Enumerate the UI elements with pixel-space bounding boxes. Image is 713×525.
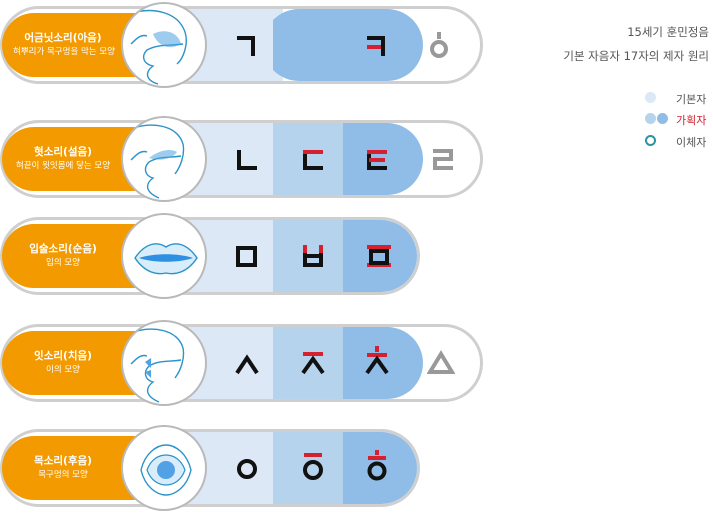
teeth-illustration xyxy=(121,320,207,406)
row-title: 잇소리(치음) xyxy=(34,350,92,362)
row-title: 혓소리(설음) xyxy=(34,146,92,158)
added-segment-2 xyxy=(343,432,417,504)
legend-title: 15세기 훈민정음 기본 자음자 17자의 제자 원리 xyxy=(563,20,709,68)
letter-jieut xyxy=(301,352,325,375)
row-lingual: 혓소리(설음) 혀끝이 윗잇몸에 닿는 모양 xyxy=(0,116,485,202)
row-desc: 이의 모양 xyxy=(46,365,80,375)
letter-siot xyxy=(235,354,259,375)
legend-label: 기본자 xyxy=(676,93,707,106)
letter-mieum xyxy=(236,246,257,267)
letter-digeut xyxy=(303,150,323,170)
row-desc: 목구멍의 모양 xyxy=(38,470,88,480)
letter-yesieung xyxy=(430,32,448,58)
mouth-illustration xyxy=(121,2,207,88)
letter-tieut xyxy=(367,150,387,170)
letter-hieut xyxy=(367,450,387,481)
letter-giyeok xyxy=(237,36,255,56)
letter-bieup xyxy=(303,245,323,267)
row-dental: 잇소리(치음) 이의 모양 xyxy=(0,320,485,406)
row-label: 입술소리(순음) 입의 모양 xyxy=(2,224,138,288)
letter-rieul xyxy=(433,149,453,170)
letter-bansiot xyxy=(427,350,455,374)
letter-chieut xyxy=(365,346,389,375)
added-segment-2 xyxy=(343,327,423,399)
legend-title-line1: 15세기 훈민정음 xyxy=(627,25,709,39)
row-title: 입술소리(순음) xyxy=(29,243,97,255)
light-dot-icon xyxy=(645,92,656,103)
row-label: 어금닛소리(아음) 혀뿌리가 목구멍을 막는 모양 xyxy=(2,13,138,77)
row-desc: 혀끝이 윗잇몸에 닿는 모양 xyxy=(15,161,111,171)
added-segment-2 xyxy=(343,220,417,292)
added-segment xyxy=(263,9,423,81)
row-title: 목소리(후음) xyxy=(34,455,92,467)
letter-yeorinhieut xyxy=(303,453,323,480)
dark-dot-icon xyxy=(657,113,668,124)
letter-kieuk xyxy=(367,36,385,56)
mid-dot-icon xyxy=(645,113,656,124)
row-label: 목소리(후음) 목구멍의 모양 xyxy=(2,436,138,500)
row-title: 어금닛소리(아음) xyxy=(24,32,102,44)
row-desc: 입의 모양 xyxy=(46,258,80,268)
added-segment-1 xyxy=(273,327,353,399)
letter-nieun xyxy=(237,150,257,170)
legend-label: 가획자 xyxy=(676,114,707,127)
row-label: 혓소리(설음) 혀끝이 윗잇몸에 닿는 모양 xyxy=(2,127,138,191)
legend-title-line2: 기본 자음자 17자의 제자 원리 xyxy=(563,49,709,63)
row-desc: 혀뿌리가 목구멍을 막는 모양 xyxy=(13,47,115,57)
throat-illustration xyxy=(121,425,207,511)
row-label: 잇소리(치음) 이의 모양 xyxy=(2,331,138,395)
ring-icon xyxy=(645,135,656,146)
lips-illustration xyxy=(121,213,207,299)
row-molar: 어금닛소리(아음) 혀뿌리가 목구멍을 막는 모양 xyxy=(0,2,485,88)
added-segment-1 xyxy=(273,432,353,504)
row-glottal: 목소리(후음) 목구멍의 모양 xyxy=(0,425,420,511)
row-labial: 입술소리(순음) 입의 모양 xyxy=(0,213,420,299)
letter-ieung xyxy=(237,459,257,479)
added-segment-1 xyxy=(273,123,353,195)
letter-pieup xyxy=(367,245,391,267)
tongue-illustration xyxy=(121,116,207,202)
legend-label: 이체자 xyxy=(676,136,707,149)
